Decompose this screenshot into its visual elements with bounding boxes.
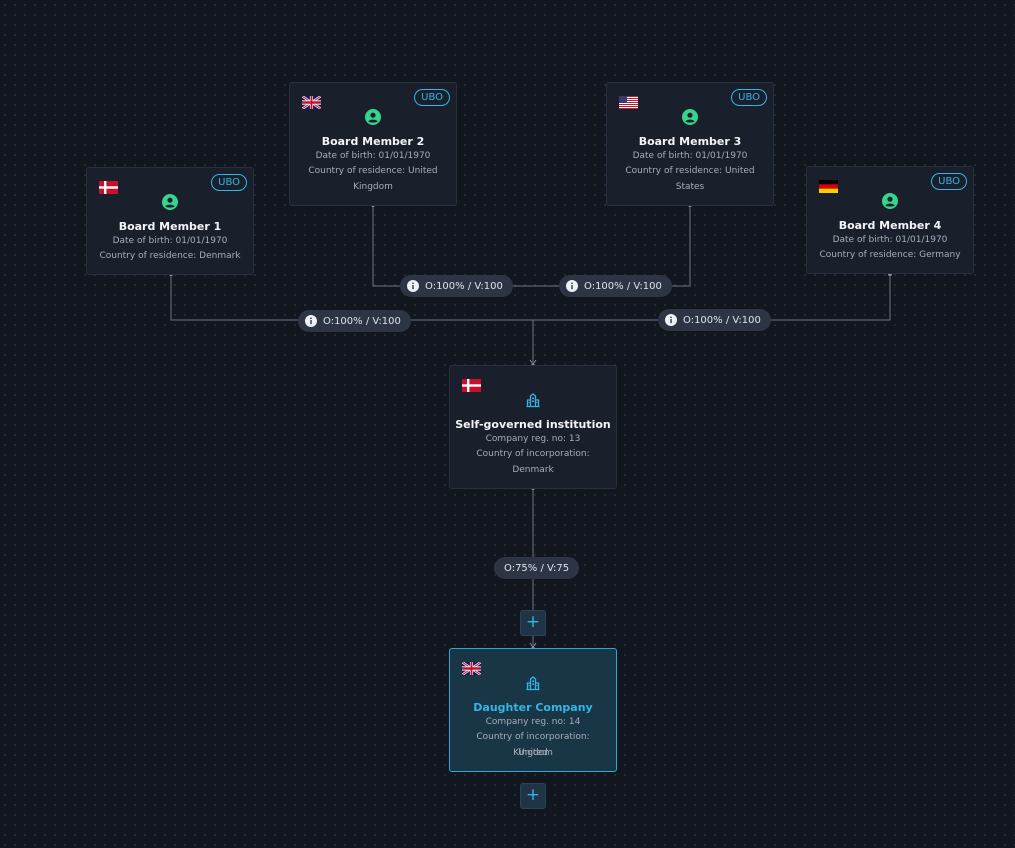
node-detail-line: States [675,182,705,192]
node-title: Board Member 1 [118,220,222,233]
node-title: Board Member 3 [638,135,742,148]
node-detail-line: Date of birth: 01/01/1970 [632,151,748,161]
edge-label-text: O:100% / V:100 [683,314,761,326]
ubo-badge: UBO [931,173,967,190]
edge-bm3-line [533,205,691,287]
node-detail-line: Kingdom [513,748,553,758]
ubo-badge: UBO [211,174,247,191]
ubo-badge: UBO [731,89,767,106]
person-circle-icon [162,194,178,210]
node-detail-line: Kingdom [353,182,393,192]
node-detail-line: Country of incorporation: United [476,732,590,758]
person-circle-icon [682,109,698,125]
edge-label-text: O:100% / V:100 [584,280,662,292]
add-node-button[interactable]: + [520,610,546,636]
flag-germany-icon [819,180,838,193]
node-detail-line: Date of birth: 01/01/1970 [832,235,948,245]
node-title: Board Member 4 [838,219,942,232]
edge-label-bm2[interactable]: O:100% / V:100 [400,275,513,297]
node-detail-line: Company reg. no: 13 [485,434,581,444]
node-board-member-1[interactable]: UBO Board Member 1 Date of birth: 01/01/… [86,167,254,275]
node-detail-line: Country of incorporation: [476,449,590,459]
info-icon [407,280,419,292]
node-detail-line: Date of birth: 01/01/1970 [112,236,228,246]
node-board-member-4[interactable]: UBO Board Member 4 Date of birth: 01/01/… [806,166,974,274]
edge-label-bm3[interactable]: O:100% / V:100 [559,275,672,297]
node-board-member-2[interactable]: UBO Board Member 2 Date of birth: 01/01/… [289,82,457,206]
ubo-badge: UBO [414,89,450,106]
info-icon [566,280,578,292]
edge-bm4-line [533,274,891,321]
edge-label-bm1[interactable]: O:100% / V:100 [298,310,411,332]
node-title: Daughter Company [473,701,593,714]
edge-bm2-line [372,205,533,287]
node-detail-line: Country of residence: United [308,166,438,176]
buildings-icon [526,676,540,691]
info-icon [305,315,317,327]
person-circle-icon [882,193,898,209]
edge-label-institution[interactable]: O:75% / V:75 [494,557,580,579]
add-node-button[interactable]: + [520,783,546,809]
node-self-governed-institution[interactable]: Self-governed institution Company reg. n… [449,365,617,489]
flag-united-states-icon [619,96,638,109]
flag-united-kingdom-icon [462,662,481,675]
node-detail-line: Denmark [512,465,554,475]
node-detail-line: Date of birth: 01/01/1970 [315,151,431,161]
node-daughter-company[interactable]: Daughter Company Company reg. no: 14 Cou… [449,648,617,772]
node-detail-line: Country of residence: Denmark [99,251,241,261]
buildings-icon [526,393,540,408]
edge-label-text: O:100% / V:100 [425,280,503,292]
edge-label-text: O:75% / V:75 [504,562,570,574]
flag-united-kingdom-icon [302,96,321,109]
node-detail-line: Country of residence: United [625,166,755,176]
edge-label-text: O:100% / V:100 [323,315,401,327]
node-title: Self-governed institution [455,418,611,431]
person-circle-icon [365,109,381,125]
flag-denmark-icon [99,181,118,194]
edge-label-bm4[interactable]: O:100% / V:100 [658,309,771,331]
node-detail-line: Country of residence: Germany [819,250,961,260]
info-icon [665,314,677,326]
node-board-member-3[interactable]: UBO Board Member 3 Date of birth: 01/01/… [606,82,774,206]
flag-denmark-icon [462,379,481,392]
node-title: Board Member 2 [321,135,425,148]
node-detail-line: Company reg. no: 14 [485,717,581,727]
